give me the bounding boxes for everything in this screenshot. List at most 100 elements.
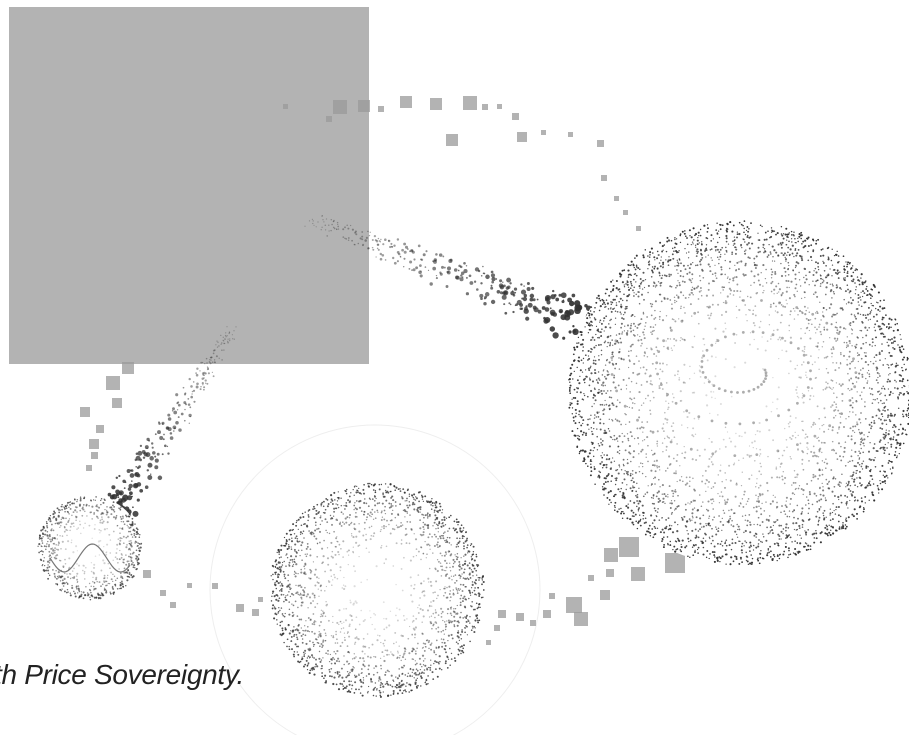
large-sphere-dot (751, 242, 754, 245)
large-sphere-dot (838, 383, 841, 385)
large-sphere-dot (580, 333, 583, 336)
large-sphere-dot (886, 380, 889, 383)
medium-sphere-dot (459, 577, 461, 579)
stream-dot (490, 286, 494, 290)
large-sphere-dot (778, 535, 781, 538)
stream-dot (480, 275, 483, 277)
large-sphere-dot (803, 305, 806, 308)
medium-sphere-dot (367, 513, 369, 515)
medium-sphere-dot (420, 582, 423, 585)
large-sphere-dot (632, 486, 635, 489)
square-particle (400, 96, 412, 108)
medium-sphere-dot (395, 614, 397, 617)
large-sphere-dot (778, 291, 780, 293)
medium-sphere-dot (428, 605, 431, 608)
large-sphere-dot (705, 508, 708, 511)
large-sphere-dot (608, 445, 611, 448)
large-sphere-dot (716, 256, 719, 259)
large-sphere-dot (632, 278, 635, 281)
large-sphere-dot (630, 324, 632, 327)
large-sphere-dot (653, 525, 656, 528)
large-sphere-dot (725, 479, 727, 481)
large-sphere-dot (815, 529, 817, 532)
large-sphere-dot (786, 506, 788, 508)
large-sphere-dot (688, 229, 691, 232)
large-sphere-dot (698, 494, 701, 496)
medium-sphere-dot (411, 621, 414, 623)
large-sphere-dot (758, 470, 761, 473)
large-sphere-dot (772, 494, 774, 497)
stream-dot (312, 220, 314, 222)
large-sphere-dot (734, 542, 736, 544)
large-sphere-dot (607, 341, 609, 344)
large-sphere-dot (850, 377, 853, 380)
large-sphere-dot (784, 256, 786, 259)
medium-sphere-dot (358, 487, 360, 490)
medium-sphere-dot (284, 628, 287, 631)
large-sphere-dot (823, 461, 826, 464)
large-sphere-dot (864, 281, 867, 283)
stream-dot (380, 238, 382, 241)
large-sphere-dot (735, 246, 737, 249)
medium-sphere-dot (271, 595, 273, 597)
large-sphere-dot (767, 455, 769, 458)
stream-dot (209, 356, 212, 359)
large-sphere-dot (618, 452, 621, 455)
large-sphere-dot (652, 497, 654, 499)
large-sphere-dot (891, 363, 894, 366)
large-sphere-dot (703, 224, 706, 227)
medium-sphere-dot (278, 557, 281, 559)
large-sphere-dot (796, 386, 798, 388)
stream-dot (224, 338, 226, 340)
stream-dot (232, 338, 234, 340)
large-sphere-dot (655, 515, 658, 518)
large-sphere-dot (794, 310, 796, 312)
large-sphere-dot (791, 484, 793, 486)
medium-sphere-dot (446, 573, 449, 575)
large-sphere-dot (805, 274, 807, 277)
gray-square-panel (9, 7, 369, 364)
large-sphere-dot (680, 337, 682, 339)
square-particle (170, 602, 176, 608)
large-sphere-dot (882, 448, 885, 450)
large-sphere-dot (838, 412, 841, 415)
large-sphere-dot (830, 259, 833, 262)
large-sphere-dot (640, 281, 643, 284)
square-particle (283, 104, 288, 109)
large-sphere-dot (860, 329, 863, 332)
large-sphere-dot (675, 460, 678, 462)
large-sphere-dot (576, 391, 578, 393)
large-sphere-dot (753, 459, 756, 462)
large-sphere-dot (683, 456, 686, 459)
large-sphere-dot (610, 280, 613, 283)
medium-sphere-dot (363, 510, 366, 513)
large-sphere-dot (679, 307, 682, 310)
large-sphere-dot (766, 340, 769, 342)
large-sphere-dot (795, 553, 797, 556)
large-sphere-dot (847, 516, 850, 519)
stream-dot (374, 239, 377, 242)
large-sphere-dot (588, 314, 591, 317)
large-sphere-dot (666, 421, 668, 424)
large-sphere-dot (618, 368, 621, 370)
stream-dot (190, 385, 193, 388)
large-sphere-dot (770, 227, 773, 229)
large-sphere-dot (677, 264, 680, 267)
large-sphere-dot (647, 530, 650, 533)
stream-dot (218, 357, 220, 359)
large-sphere-dot (805, 371, 807, 373)
medium-sphere-dot (401, 497, 404, 500)
large-sphere-dot (803, 348, 806, 350)
large-sphere-dot (611, 419, 614, 422)
large-sphere-dot (656, 267, 659, 270)
large-sphere-dot (859, 432, 862, 435)
stream-dot (151, 446, 154, 449)
stream-dot (409, 260, 413, 264)
large-sphere-dot (899, 447, 901, 450)
large-sphere-dot (743, 220, 746, 222)
large-sphere-dot (672, 495, 674, 497)
large-sphere-dot (717, 474, 720, 476)
large-sphere-dot (728, 267, 731, 270)
large-sphere-dot (903, 356, 906, 359)
square-particle (482, 104, 488, 110)
